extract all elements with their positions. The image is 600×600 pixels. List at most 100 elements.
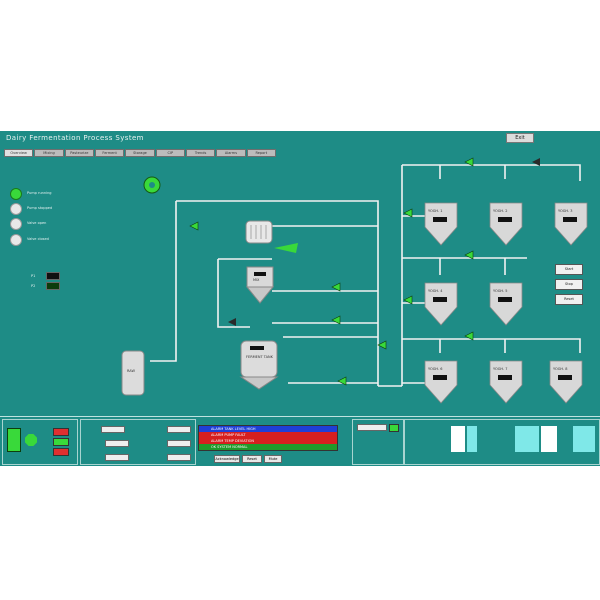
valve-icon[interactable]	[337, 376, 347, 386]
start-button[interactable]: Start	[555, 264, 583, 275]
tank-label: FERMENT TANK	[246, 355, 273, 359]
exit-button[interactable]: Exit	[506, 133, 534, 143]
storage-label: YOGH. 2	[493, 209, 508, 213]
param-field[interactable]	[105, 440, 129, 447]
valve-icon[interactable]	[189, 221, 199, 231]
level-bar	[7, 428, 21, 452]
legend-label: Pump running	[27, 191, 52, 195]
tab-report[interactable]: Report	[246, 149, 276, 157]
storage-tank-4	[424, 282, 458, 326]
heat-exchanger-icon	[245, 220, 273, 244]
tank-display	[558, 375, 572, 380]
alarm-row[interactable]: ALARM PUMP FAULT	[199, 432, 337, 438]
tank-display	[433, 217, 447, 222]
table-cell	[541, 426, 557, 452]
tank-display	[433, 375, 447, 380]
tank-label: RAW	[127, 369, 135, 373]
alarm-reset-button[interactable]: Reset	[242, 455, 262, 463]
bottom-panel: ALARM TANK LEVEL HIGH ALARM PUMP FAULT A…	[0, 416, 600, 466]
process-diagram	[121, 157, 588, 404]
valve-icon[interactable]	[464, 157, 474, 167]
legend-stopped-icon	[10, 203, 22, 215]
storage-label: YOGH. 3	[558, 209, 573, 213]
pump-status-panel	[2, 419, 78, 465]
valve-icon[interactable]	[403, 208, 413, 218]
storage-label: YOGH. 7	[493, 367, 508, 371]
legend-running-icon	[10, 188, 22, 200]
storage-tank-5	[489, 282, 523, 326]
pump-icon[interactable]	[25, 434, 37, 446]
status-display	[46, 282, 60, 290]
acknowledge-button[interactable]: Acknowledge	[214, 455, 240, 463]
param-field[interactable]	[167, 426, 191, 433]
alarm-row[interactable]: ALARM TEMP DEVIATION	[199, 438, 337, 444]
tank-display	[498, 375, 512, 380]
green-indicator-icon	[274, 243, 298, 253]
param-field[interactable]	[101, 426, 125, 433]
tab-trends[interactable]: Trends	[185, 149, 216, 157]
tank-display	[563, 217, 577, 222]
selector-panel	[352, 419, 404, 465]
raw-tank	[121, 350, 145, 396]
storage-tank-6	[424, 360, 458, 404]
pump-icon[interactable]	[143, 176, 161, 194]
legend-label: Valve open	[27, 221, 47, 225]
alarm-row[interactable]: ALARM TANK LEVEL HIGH	[199, 426, 337, 432]
storage-tank-8	[549, 360, 583, 404]
fault-indicator	[53, 448, 69, 456]
reset-button[interactable]: Reset	[555, 294, 583, 305]
valve-icon[interactable]	[377, 340, 387, 350]
legend-valve-closed-icon	[10, 234, 22, 246]
param-field[interactable]	[105, 454, 129, 461]
tab-cip[interactable]: CIP	[155, 149, 185, 157]
status-display	[46, 272, 60, 280]
param-field[interactable]	[167, 454, 191, 461]
tank-display	[498, 217, 512, 222]
mixer-tank	[245, 266, 275, 304]
table-cell	[467, 426, 477, 452]
storage-label: YOGH. 4	[428, 289, 443, 293]
tank-label: MIX	[253, 278, 260, 282]
window-title: Dairy Fermentation Process System	[6, 134, 144, 142]
table-cell	[515, 426, 539, 452]
storage-label: YOGH. 6	[428, 367, 443, 371]
status-label: P1	[31, 274, 36, 278]
table-cell	[451, 426, 465, 452]
tab-alarms[interactable]: Alarms	[216, 149, 246, 157]
alarm-list[interactable]: ALARM TANK LEVEL HIGH ALARM PUMP FAULT A…	[198, 425, 338, 451]
tab-pasteurize[interactable]: Pasteurize	[64, 149, 94, 157]
alarm-indicator	[53, 428, 69, 436]
storage-tank-2	[489, 202, 523, 246]
tab-storage[interactable]: Storage	[125, 149, 155, 157]
tab-bar: Overview Mixing Pasteurize Ferment Stora…	[4, 149, 277, 157]
storage-label: YOGH. 5	[493, 289, 508, 293]
valve-icon[interactable]	[331, 282, 341, 292]
legend-valve-open-icon	[10, 218, 22, 230]
valve-closed-icon[interactable]	[228, 318, 236, 326]
parameter-panel	[80, 419, 196, 465]
stop-button[interactable]: Stop	[555, 279, 583, 290]
alarm-row[interactable]: OK SYSTEM NORMAL	[199, 444, 337, 450]
tab-mixing[interactable]: Mixing	[34, 149, 64, 157]
scada-screen: Dairy Fermentation Process System Exit O…	[0, 131, 600, 466]
param-field[interactable]	[167, 440, 191, 447]
tab-overview[interactable]: Overview	[4, 149, 34, 157]
tank-display	[498, 297, 512, 302]
valve-icon[interactable]	[464, 250, 474, 260]
valve-icon[interactable]	[403, 295, 413, 305]
status-label: P2	[31, 284, 36, 288]
legend-label: Valve closed	[27, 237, 49, 241]
storage-tank-7	[489, 360, 523, 404]
mute-button[interactable]: Mute	[264, 455, 282, 463]
valve-closed-icon[interactable]	[532, 158, 540, 166]
valve-icon[interactable]	[331, 315, 341, 325]
storage-tank-3	[554, 202, 588, 246]
valve-icon[interactable]	[464, 331, 474, 341]
tank-display	[433, 297, 447, 302]
legend-label: Pump stopped	[27, 206, 53, 210]
storage-label: YOGH. 1	[428, 209, 443, 213]
storage-label: YOGH. 8	[553, 367, 568, 371]
tab-ferment[interactable]: Ferment	[94, 149, 125, 157]
selector-dropdown[interactable]	[357, 424, 387, 431]
ferment-tank	[239, 340, 279, 390]
